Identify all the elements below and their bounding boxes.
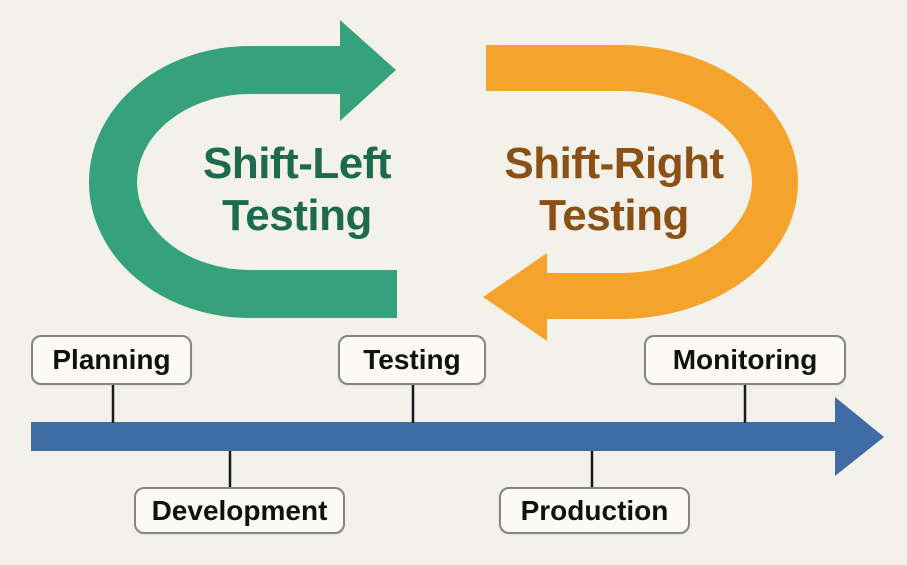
shift-left-arrowhead-icon [340,20,396,121]
stage-label-testing: Testing [338,335,486,385]
stage-label-monitoring-text: Monitoring [672,344,818,375]
shift-left-title: Shift-Left Testing [147,138,447,242]
stage-label-monitoring: Monitoring [644,335,846,385]
shift-right-title: Shift-Right Testing [464,138,764,242]
shift-right-arrowhead-icon [483,253,547,341]
stage-label-testing-text: Testing [363,344,461,375]
shift-right-title-line1: Shift-Right [504,139,724,188]
stage-label-planning-text: Planning [52,344,171,375]
shift-right-title-line2: Testing [539,191,689,240]
timeline-bar [31,422,835,451]
shift-left-arrow [89,46,397,318]
timeline-arrowhead-icon [835,397,884,476]
shift-left-title-line2: Testing [222,191,372,240]
shift-left-title-line1: Shift-Left [202,139,392,188]
stage-label-development: Development [134,487,345,534]
stage-label-production-text: Production [520,494,669,526]
stage-label-development-text: Development [151,494,328,526]
shift-right-arrow [486,45,798,319]
stage-label-planning: Planning [31,335,192,385]
stage-label-production: Production [499,487,690,534]
